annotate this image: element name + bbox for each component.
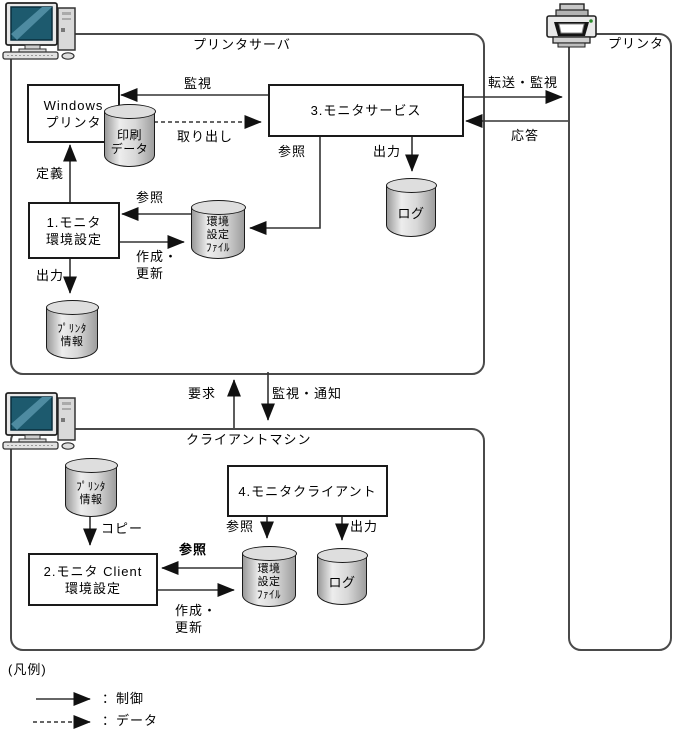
edge-label-ref-service: 参照 [278,144,307,159]
computer-icon [2,2,76,60]
log-client-label: ログ [328,575,356,590]
env-config-file-cylinder-client: 環境 設定 ﾌｧｲﾙ [241,546,297,607]
monitor-service-box: 3.モニタサービス [268,84,464,137]
edge-label-output-4: 出力 [350,519,379,534]
client-group-title: クライアントマシン [186,432,312,447]
printer-group-title: プリンタ [608,36,665,51]
edge-label-define: 定義 [36,166,65,181]
print-data-cylinder: 印刷 データ [103,104,156,167]
edge-label-transfer-monitor: 転送・監視 [488,75,559,90]
printer-info-server-label: ﾌﾟﾘﾝﾀ 情報 [57,322,87,348]
printer-info-cylinder-client: ﾌﾟﾘﾝﾀ 情報 [64,458,118,517]
computer-icon [2,392,76,450]
edge-label-request: 要求 [188,386,217,401]
log-cylinder-server: ログ [385,178,437,237]
edge-label-copy: コピー [101,521,144,536]
edge-label-output-1: 出力 [36,268,65,283]
printer-info-cylinder-server: ﾌﾟﾘﾝﾀ 情報 [45,300,99,359]
env-config-file-client-label: 環境 設定 ﾌｧｲﾙ [257,563,281,601]
edge-label-monitor-notify: 監視・通知 [272,386,343,401]
legend-data-label: ：データ [102,713,159,728]
env-config-file-cylinder-server: 環境 設定 ﾌｧｲﾙ [190,200,246,259]
print-data-label: 印刷 データ [110,127,149,156]
arrow-ref-service [249,133,321,236]
printer-group-box [568,33,672,651]
legend-title: (凡例) [8,662,47,677]
legend-control-label: ：制御 [102,691,145,706]
edge-label-monitor: 監視 [184,76,213,91]
monitor-client-env-config-box: 2.モニタ Client 環境設定 [28,553,158,606]
printer-server-group-box [10,33,485,375]
env-config-file-server-label: 環境 設定 ﾌｧｲﾙ [206,216,230,254]
edge-label-create-update-2: 作成・ 更新 [175,603,218,635]
edge-label-ref-4: 参照 [226,519,255,534]
edge-label-ref-2: 参照 [179,542,208,557]
monitor-client-box: 4.モニタクライアント [227,465,388,517]
edge-label-output-service: 出力 [373,144,402,159]
log-cylinder-client: ログ [316,548,368,605]
printer-info-client-label: ﾌﾟﾘﾝﾀ 情報 [76,480,106,506]
monitor-env-config-box: 1.モニタ 環境設定 [28,202,120,259]
edge-label-response: 応答 [511,128,540,143]
printer-icon [546,3,597,48]
log-server-label: ログ [397,206,425,221]
edge-label-create-update-1: 作成・ 更新 [136,249,179,281]
edge-label-retrieve: 取り出し [177,129,234,144]
edge-label-ref-1: 参照 [136,190,165,205]
server-group-title: プリンタサーバ [193,37,291,52]
client-machine-group-box [10,428,485,651]
